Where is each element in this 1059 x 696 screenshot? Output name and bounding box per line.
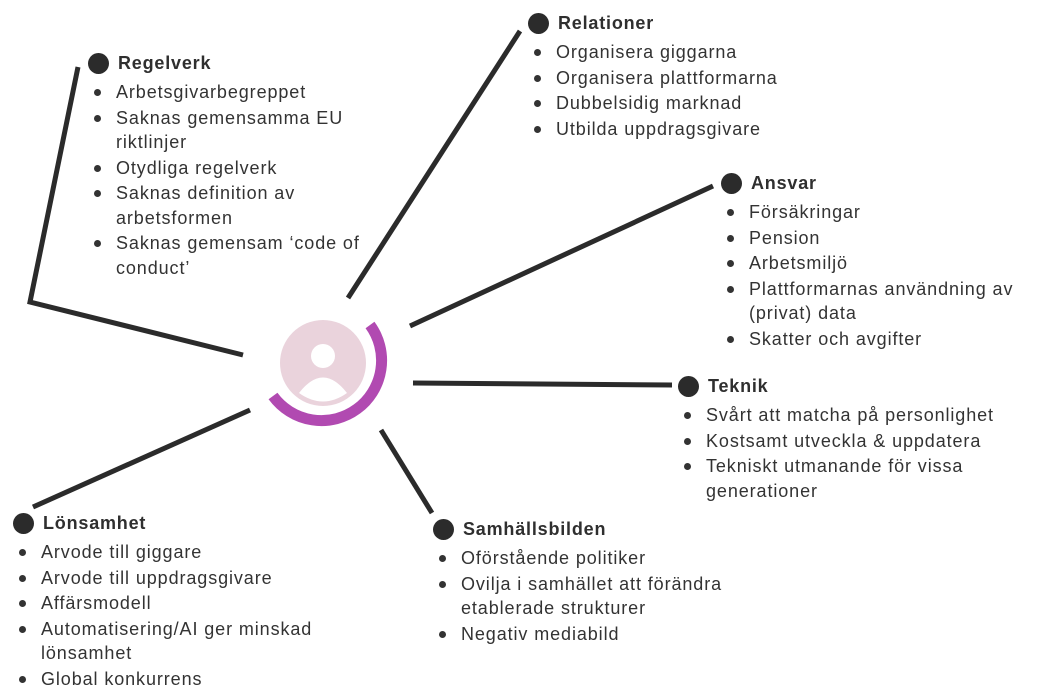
- list-item: Utbilda uppdragsgivare: [528, 117, 848, 142]
- accent-ring: [268, 321, 388, 427]
- connector-teknik: [412, 380, 673, 388]
- item-list: Svårt att matcha på personlighet Kostsam…: [678, 403, 1058, 503]
- node-ansvar: Ansvar Försäkringar Pension Arbetsmiljö …: [721, 170, 1056, 352]
- node-title: Teknik: [708, 376, 769, 396]
- list-item: Global konkurrens: [13, 667, 333, 692]
- list-item: Dubbelsidig marknad: [528, 91, 848, 116]
- list-item: Affärsmodell: [13, 591, 333, 616]
- list-item: Oförstående politiker: [433, 546, 778, 571]
- person-icon: [299, 344, 347, 402]
- list-item: Försäkringar: [721, 200, 1056, 225]
- bullet-dot-icon: [528, 13, 549, 34]
- node-relationer: Relationer Organisera giggarna Organiser…: [528, 10, 848, 142]
- node-regelverk: Regelverk Arbetsgivarbegreppet Saknas ge…: [88, 50, 388, 281]
- center-avatar: [268, 320, 388, 427]
- list-item: Ovilja i samhället att förändra etablera…: [433, 572, 778, 621]
- bullet-dot-icon: [88, 53, 109, 74]
- list-item: Negativ mediabild: [433, 622, 778, 647]
- list-item: Arvode till giggare: [13, 540, 333, 565]
- item-list: Försäkringar Pension Arbetsmiljö Plattfo…: [721, 200, 1056, 351]
- item-list: Arbetsgivarbegreppet Saknas gemensamma E…: [88, 80, 388, 280]
- list-item: Organisera giggarna: [528, 40, 848, 65]
- node-lonsamhet: Lönsamhet Arvode till giggare Arvode til…: [13, 510, 333, 692]
- list-item: Saknas gemensamma EU riktlinjer: [88, 106, 388, 155]
- item-list: Oförstående politiker Ovilja i samhället…: [433, 546, 778, 646]
- list-item: Arbetsgivarbegreppet: [88, 80, 388, 105]
- list-item: Organisera plattformarna: [528, 66, 848, 91]
- list-item: Kostsamt utveckla & uppdatera: [678, 429, 1058, 454]
- node-samhallsbilden: Samhällsbilden Oförstående politiker Ovi…: [433, 516, 778, 647]
- list-item: Svårt att matcha på personlighet: [678, 403, 1058, 428]
- item-list: Arvode till giggare Arvode till uppdrags…: [13, 540, 333, 691]
- list-item: Arbetsmiljö: [721, 251, 1056, 276]
- node-title: Relationer: [558, 13, 655, 33]
- list-item: Otydliga regelverk: [88, 156, 388, 181]
- node-title: Regelverk: [118, 53, 212, 73]
- list-item: Saknas definition av arbetsformen: [88, 181, 388, 230]
- connector-ansvar: [408, 183, 715, 329]
- item-list: Organisera giggarna Organisera plattform…: [528, 40, 848, 141]
- node-teknik: Teknik Svårt att matcha på personlighet …: [678, 373, 1058, 504]
- bullet-dot-icon: [433, 519, 454, 540]
- list-item: Skatter och avgifter: [721, 327, 1056, 352]
- list-item: Automatisering/AI ger minskad lönsamhet: [13, 617, 333, 666]
- list-item: Plattformarnas användning av (privat) da…: [721, 277, 1056, 326]
- list-item: Tekniskt utmanande för vissa generatione…: [678, 454, 1058, 503]
- connector-lonsamhet: [31, 407, 252, 510]
- list-item: Pension: [721, 226, 1056, 251]
- bullet-dot-icon: [678, 376, 699, 397]
- connector-regelverk: [27, 66, 244, 358]
- connector-relationer: [345, 29, 523, 300]
- list-item: Arvode till uppdragsgivare: [13, 566, 333, 591]
- node-title: Samhällsbilden: [463, 519, 607, 539]
- node-title: Ansvar: [751, 173, 817, 193]
- list-item: Saknas gemensam ‘code of conduct’: [88, 231, 388, 280]
- connector-samhallsbilden: [378, 428, 435, 515]
- bullet-dot-icon: [721, 173, 742, 194]
- bullet-dot-icon: [13, 513, 34, 534]
- node-title: Lönsamhet: [43, 513, 147, 533]
